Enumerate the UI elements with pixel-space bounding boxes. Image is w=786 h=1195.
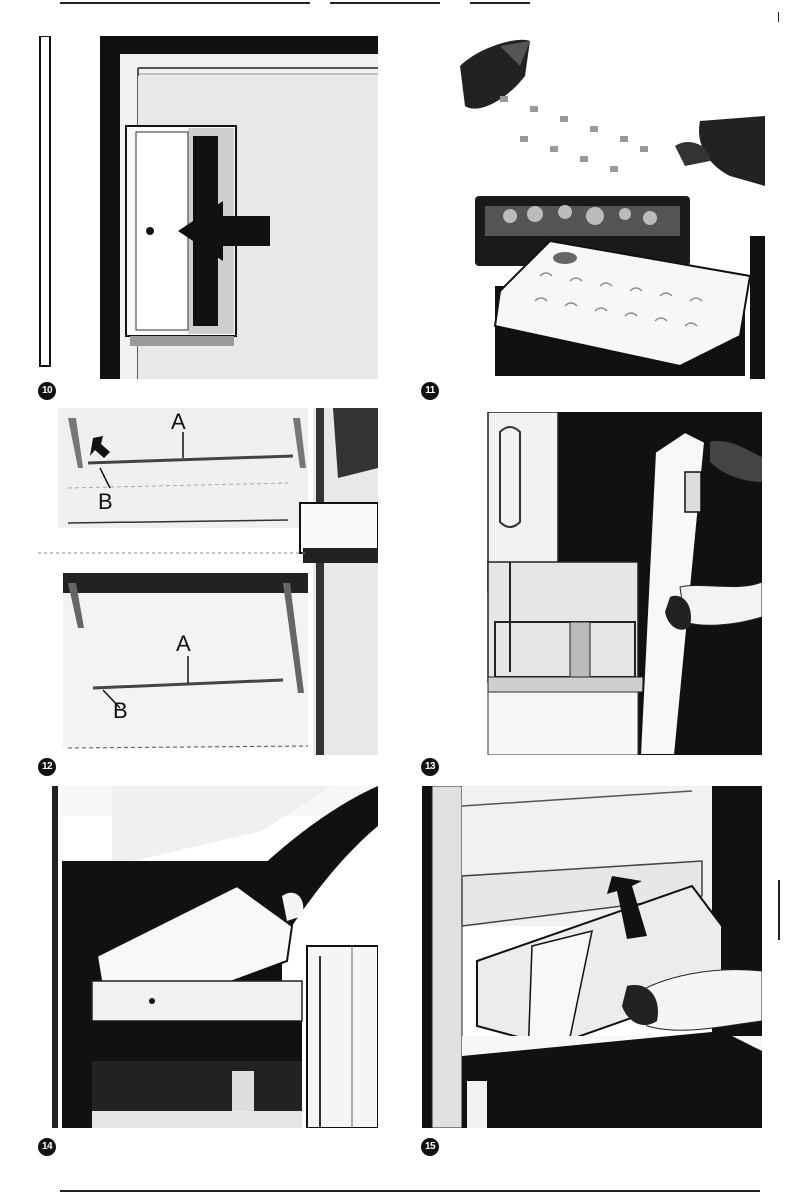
figure-15-illustration	[422, 786, 762, 1128]
top-rule	[0, 2, 786, 4]
ice-tray-photo	[440, 36, 765, 379]
figure-number-13: 13	[421, 758, 439, 776]
label-a-bottom: A	[176, 633, 191, 655]
label-b-bottom: B	[113, 700, 128, 722]
figure-14-illustration	[52, 786, 378, 1128]
right-edge-mark	[778, 880, 780, 940]
shelf-removal-photo	[38, 408, 378, 755]
right-edge-mark	[778, 12, 779, 22]
drawer-removal-photo	[52, 786, 378, 1128]
label-a-top: A	[171, 411, 186, 433]
label-b-top: B	[98, 491, 113, 513]
drawer-lift-photo	[422, 786, 762, 1128]
figure-number-12: 12	[38, 758, 56, 776]
door-button-photo	[38, 36, 378, 379]
figure-number-10: 10	[38, 382, 56, 400]
figure-12-illustration: A B A B	[38, 408, 378, 755]
figure-number-11: 11	[421, 382, 439, 400]
figure-10-illustration	[38, 36, 378, 379]
door-removal-photo	[480, 412, 762, 755]
figure-number-15: 15	[421, 1138, 439, 1156]
figure-number-14: 14	[38, 1138, 56, 1156]
figure-13-illustration	[480, 412, 762, 755]
bottom-rule	[60, 1190, 760, 1192]
figure-11-illustration	[440, 36, 765, 379]
